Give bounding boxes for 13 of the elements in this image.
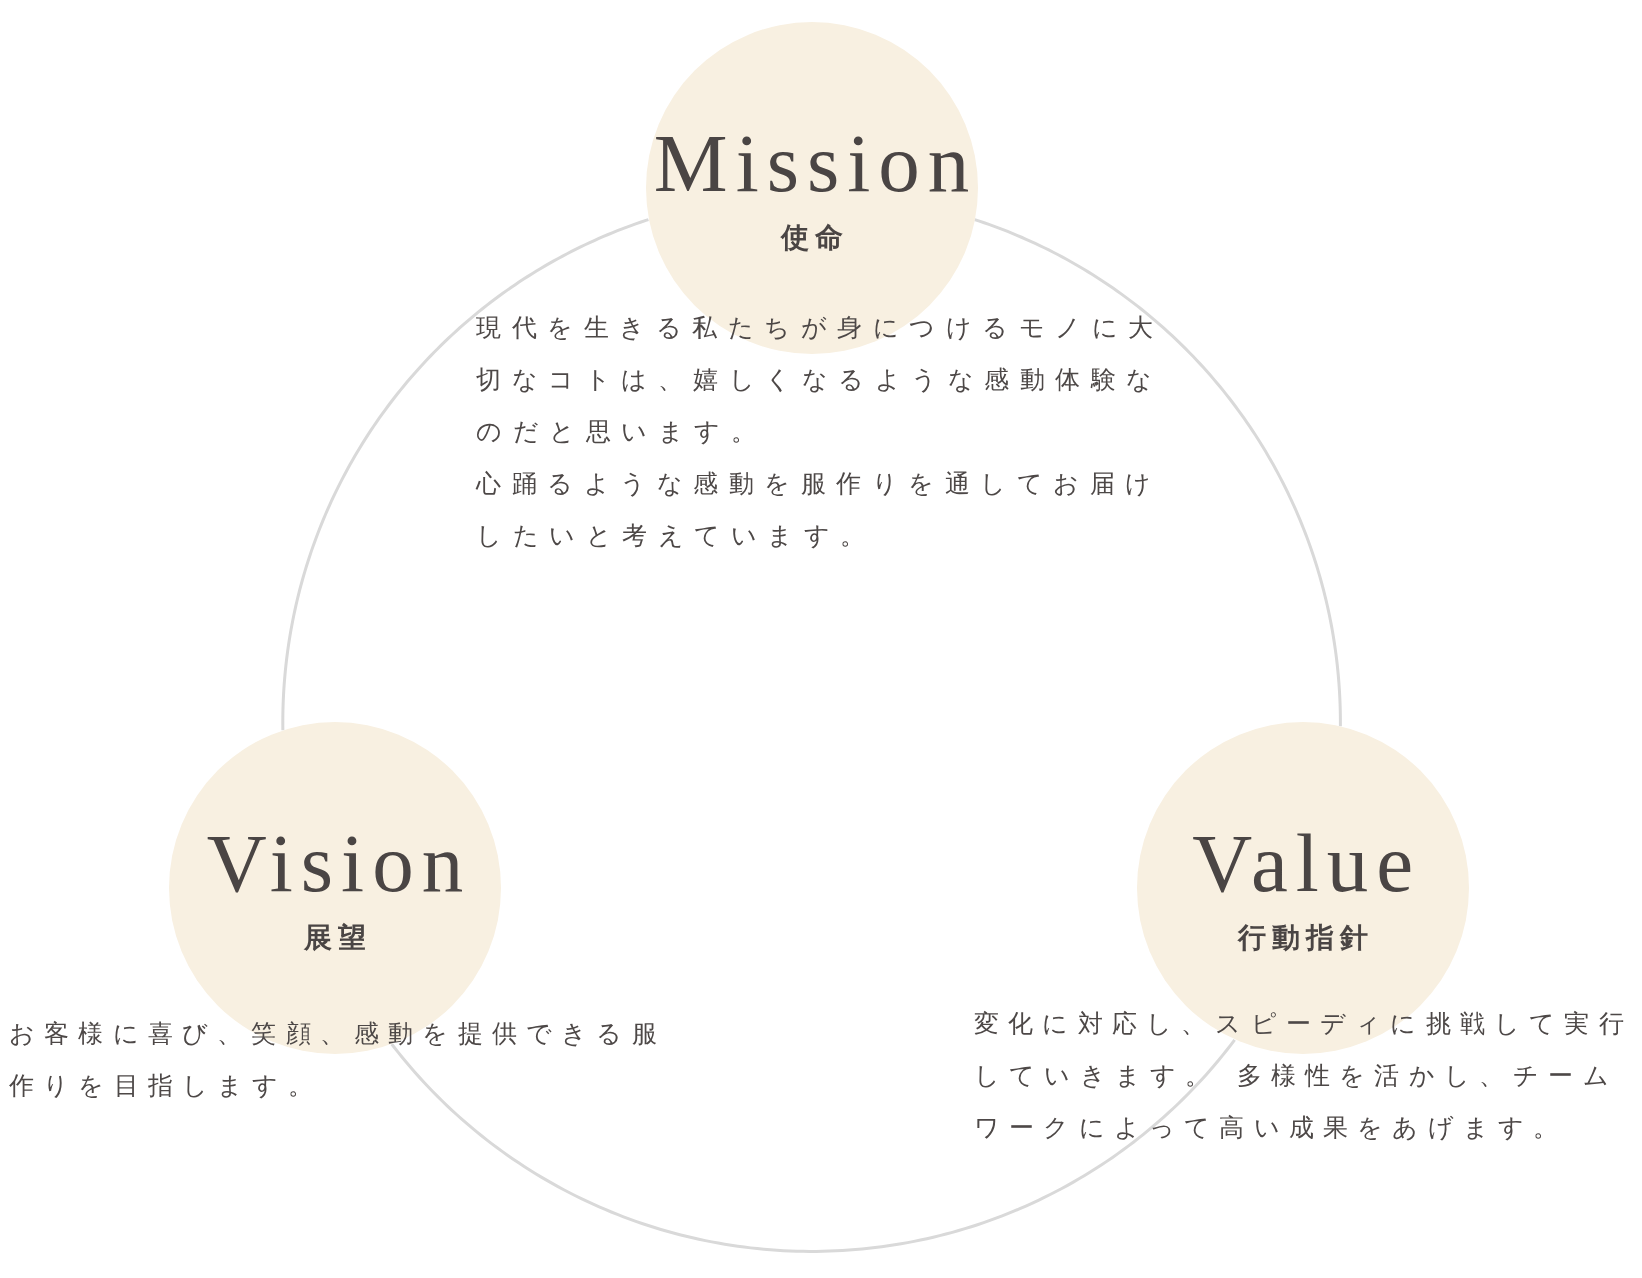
description-text: 現代を生きる私たちが身につけるモノに大切なコトは、嬉しくなるような感動体験なのだと思います。 xyxy=(476,312,1165,448)
subheading-text: 使命 xyxy=(780,220,849,255)
description-text: 心踊るような感動を服作りを通してお届けしたいと考えています。 xyxy=(476,468,1163,552)
connector-arc xyxy=(390,1038,1236,1253)
subheading-text: 行動指針 xyxy=(1237,921,1374,955)
description-text: お客様に喜び、笑顔、感動を提供できる服作りを目指します。 xyxy=(9,1018,667,1102)
connector-arc xyxy=(281,218,649,731)
heading-text: Mission xyxy=(653,120,978,205)
heading-text: Value xyxy=(1192,821,1422,905)
subheading-text: 展望 xyxy=(304,921,372,955)
description-text: 変化に対応し、スピーディに挑戦して実行していきます。 多様性を活かし、チームワークによって高い成果をあげます。 xyxy=(974,1008,1634,1144)
connector-arc xyxy=(974,218,1342,727)
heading-text: Vision xyxy=(206,821,472,905)
